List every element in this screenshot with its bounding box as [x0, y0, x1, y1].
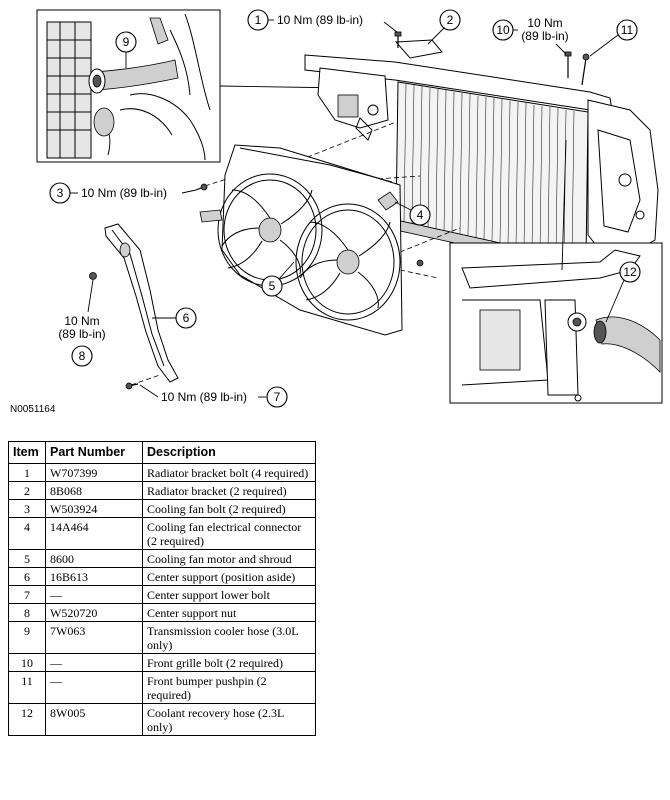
torque-spec-10-line2: (89 lb-in) [521, 29, 568, 43]
torque-spec-8-line1: 10 Nm [64, 314, 99, 328]
cell-part: 14A464 [45, 517, 143, 550]
svg-text:6: 6 [183, 311, 190, 325]
svg-text:9: 9 [123, 35, 130, 49]
cell-part: 8600 [45, 549, 143, 568]
cooling-fan-shroud-part [199, 144, 403, 336]
cell-item: 2 [8, 481, 46, 500]
header-part-number: Part Number [45, 441, 143, 464]
cell-part: 7W063 [45, 621, 143, 654]
callout-8: 10 Nm (89 lb-in) 8 [58, 279, 106, 367]
torque-spec-1: 10 Nm (89 lb-in) [277, 13, 363, 27]
cell-part: 8B068 [45, 481, 143, 500]
cell-part: 16B613 [45, 567, 143, 586]
cell-item: 7 [8, 585, 46, 604]
table-header-row: Item Part Number Description [8, 441, 316, 464]
cell-part: — [45, 671, 143, 704]
svg-text:7: 7 [274, 390, 281, 404]
cell-item: 9 [8, 621, 46, 654]
torque-spec-8-line2: (89 lb-in) [58, 327, 105, 341]
cell-part: — [45, 585, 143, 604]
callout-6: 6 [152, 307, 197, 329]
svg-text:5: 5 [269, 279, 276, 293]
front-bumper-pushpin-part [581, 53, 590, 86]
cell-item: 8 [8, 603, 46, 622]
callout-11: 11 [589, 19, 638, 57]
cell-part: W520720 [45, 603, 143, 622]
cell-desc: Center support (position aside) [142, 567, 316, 586]
cell-item: 10 [8, 653, 46, 672]
svg-text:8: 8 [79, 349, 86, 363]
cell-item: 12 [8, 703, 46, 736]
callout-1: 1 10 Nm (89 lb-in) [247, 9, 398, 33]
center-support-nut-part [89, 272, 97, 280]
cooling-fan-bolt-part [195, 183, 208, 191]
cell-desc: Front grille bolt (2 required) [142, 653, 316, 672]
callout-9: 9 [115, 31, 137, 68]
cell-item: 3 [8, 499, 46, 518]
cell-desc: Front bumper pushpin (2 required) [142, 671, 316, 704]
cell-item: 6 [8, 567, 46, 586]
callout-10: 10 10 Nm (89 lb-in) [492, 16, 569, 55]
cooling-fan-bolt-lower-part [416, 259, 424, 267]
table-row: 10—Front grille bolt (2 required) [8, 653, 316, 672]
cell-part: W707399 [45, 463, 143, 482]
callout-5: 5 [261, 261, 295, 297]
radiator-bracket-bolt-part [394, 31, 402, 48]
svg-text:1: 1 [255, 13, 262, 27]
center-support-part [104, 223, 179, 383]
svg-text:12: 12 [623, 265, 637, 279]
svg-text:3: 3 [57, 186, 64, 200]
figure-id: N0051164 [10, 404, 56, 415]
cell-desc: Radiator bracket bolt (4 required) [142, 463, 316, 482]
cell-part: — [45, 653, 143, 672]
svg-text:2: 2 [447, 13, 454, 27]
svg-text:10: 10 [496, 23, 510, 37]
cell-desc: Center support lower bolt [142, 585, 316, 604]
callout-4: 4 [394, 201, 431, 226]
torque-spec-10-line1: 10 Nm [527, 16, 562, 30]
svg-text:11: 11 [621, 23, 634, 37]
svg-text:4: 4 [417, 208, 424, 222]
callout-2: 2 [427, 9, 461, 45]
torque-spec-3: 10 Nm (89 lb-in) [81, 186, 167, 200]
radiator-support-assembly [304, 54, 659, 273]
cell-part: 8W005 [45, 703, 143, 736]
cell-desc: Cooling fan bolt (2 required) [142, 499, 316, 518]
callout-12: 12 [605, 261, 641, 323]
cooling-fan-connector-part [377, 191, 399, 211]
header-item: Item [8, 441, 46, 464]
cell-desc: Cooling fan motor and shroud [142, 549, 316, 568]
cell-part: W503924 [45, 499, 143, 518]
table-row: 7—Center support lower bolt [8, 585, 316, 604]
table-row: 11—Front bumper pushpin (2 required) [8, 671, 316, 704]
cell-desc: Center support nut [142, 603, 316, 622]
cell-item: 11 [8, 671, 46, 704]
callout-7: 10 Nm (89 lb-in) 7 [139, 384, 288, 408]
cell-desc: Radiator bracket (2 required) [142, 481, 316, 500]
header-description: Description [142, 441, 316, 464]
center-support-lower-bolt-part [125, 382, 139, 390]
cell-desc: Coolant recovery hose (2.3L only) [142, 703, 316, 736]
cell-desc: Cooling fan electrical connector (2 requ… [142, 517, 316, 550]
front-grille-bolt-part [564, 51, 572, 78]
radiator-bracket-part [394, 39, 443, 59]
callout-3: 3 10 Nm (89 lb-in) [49, 182, 197, 204]
exploded-view-diagram: 1 10 Nm (89 lb-in) 2 3 10 Nm (89 lb-in) … [10, 9, 663, 415]
torque-spec-7: 10 Nm (89 lb-in) [161, 390, 247, 404]
cell-item: 4 [8, 517, 46, 550]
cell-item: 5 [8, 549, 46, 568]
cell-desc: Transmission cooler hose (3.0L only) [142, 621, 316, 654]
cell-item: 1 [8, 463, 46, 482]
